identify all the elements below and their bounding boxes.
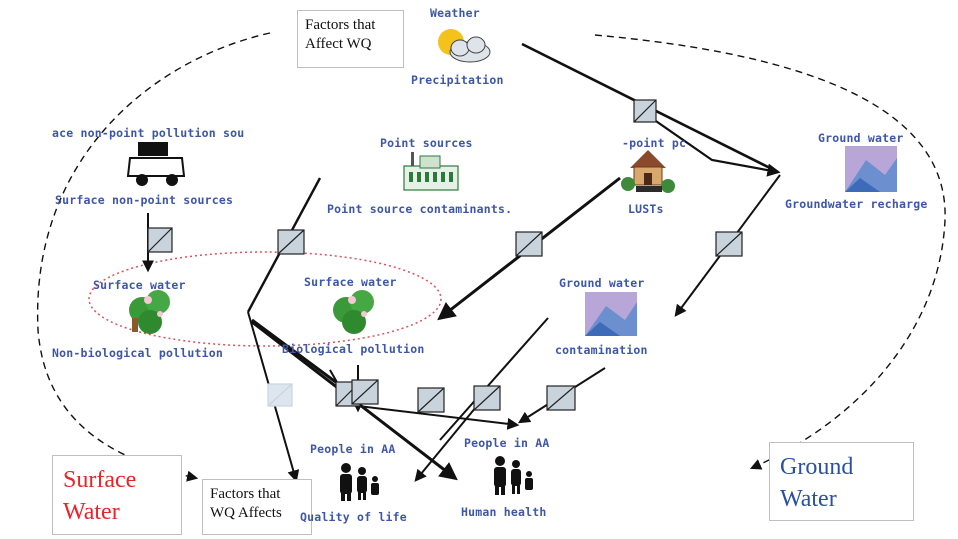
surface-water-mid-label: Surface water <box>304 275 397 289</box>
nonpoint-title-left: ace non-point pollution sou <box>52 126 245 140</box>
non-biological-pollution-label: Non-biological pollution <box>52 346 223 360</box>
precipitation-label: Precipitation <box>411 73 504 87</box>
groundwater-layers-icon <box>585 292 637 336</box>
people-family-icon <box>494 456 533 495</box>
contamination-label: contamination <box>555 343 648 357</box>
ground-water-top-label: Ground water <box>818 131 904 145</box>
valve-icon <box>417 387 445 413</box>
box-line: Affect WQ <box>305 36 372 52</box>
ground-water-loop <box>594 34 946 470</box>
valves <box>147 99 743 413</box>
surface-water-loop <box>36 32 271 482</box>
sun-cloud-icon <box>438 29 491 63</box>
factors-wq-affects-box: Factors that WQ Affects <box>202 479 312 535</box>
people-in-aa-right-label: People in AA <box>464 436 550 450</box>
factors-affect-wq-box: Factors that Affect WQ <box>297 10 404 68</box>
box-line: Water <box>780 486 837 512</box>
valve-icon <box>546 385 576 411</box>
house-icon <box>621 150 675 193</box>
surface-water-left-label: Surface water <box>93 278 186 292</box>
ground-water-box: Ground Water <box>769 442 914 521</box>
surface-water-ellipse <box>88 251 442 347</box>
car-icon <box>126 142 186 186</box>
biological-pollution-label: Biological pollution <box>282 342 425 356</box>
quality-of-life-label: Quality of life <box>300 510 407 524</box>
factory-icon <box>403 152 459 191</box>
people-family-icon <box>340 463 379 501</box>
surface-nonpoint-sources-label: Surface non-point sources <box>55 193 234 207</box>
lusts-label: LUSTs <box>628 202 664 216</box>
point-source-contaminants-label: Point source contaminants. <box>327 202 513 216</box>
valve-icon <box>473 385 501 411</box>
nonpoint-title-right: -point pc <box>622 136 687 150</box>
box-line: Water <box>63 499 120 525</box>
valve-icon <box>715 231 743 257</box>
valve-icon <box>277 229 305 255</box>
box-line: Factors that <box>210 486 281 502</box>
point-sources-label: Point sources <box>380 136 473 150</box>
valve-icon <box>351 379 379 405</box>
groundwater-recharge-label: Groundwater recharge <box>785 197 928 211</box>
arrow-groundwater-to-people <box>439 317 549 441</box>
ground-water-mid-label: Ground water <box>559 276 645 290</box>
human-health-label: Human health <box>461 505 547 519</box>
surface-water-box: Surface Water <box>52 455 182 535</box>
weather-label: Weather <box>430 6 480 20</box>
box-line: Factors that <box>305 17 376 33</box>
groundwater-layers-icon <box>845 146 897 192</box>
lily-pad-icon <box>129 290 170 334</box>
box-line: WQ Affects <box>210 505 282 521</box>
box-line: Surface <box>63 467 137 493</box>
valve-icon <box>515 231 543 257</box>
box-line: Ground <box>780 454 854 480</box>
lily-pad-icon <box>333 290 374 334</box>
flow-arrows <box>142 42 781 483</box>
valve-icon <box>267 383 293 407</box>
valve-icon <box>633 99 657 123</box>
arrow-precip-to-right <box>639 109 781 177</box>
people-in-aa-left-label: People in AA <box>310 442 396 456</box>
valve-icon <box>147 227 173 253</box>
